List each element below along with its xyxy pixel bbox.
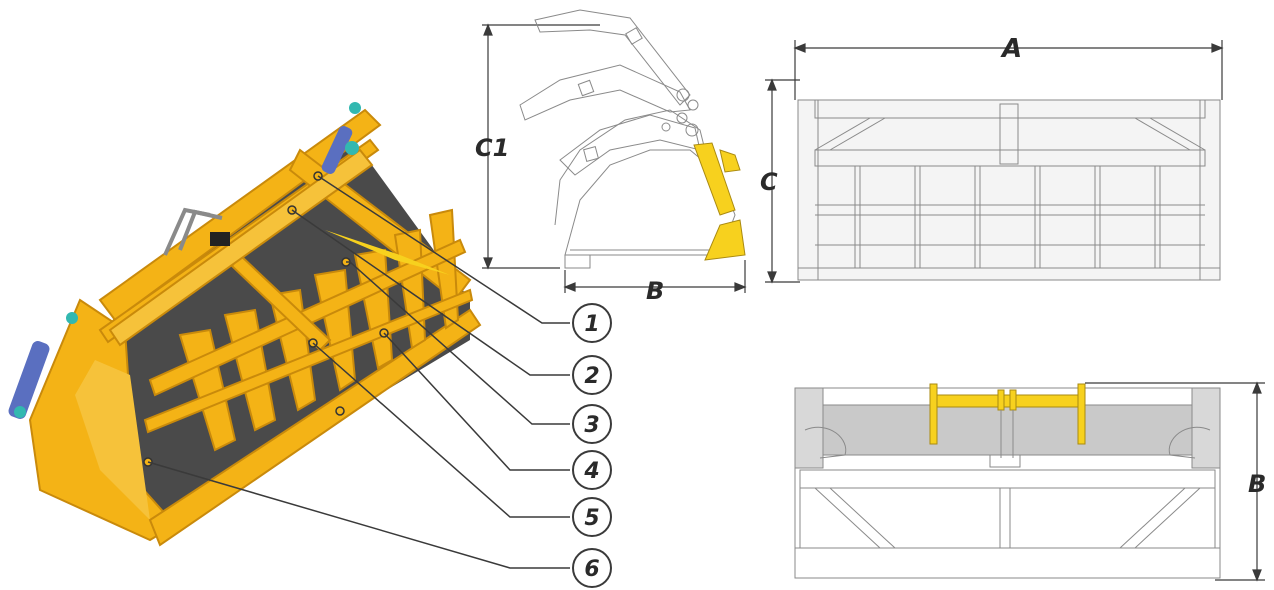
callout-4: 4 bbox=[572, 450, 612, 490]
svg-text:1: 1 bbox=[584, 312, 599, 337]
svg-text:6: 6 bbox=[584, 557, 599, 582]
callout-1: 1 bbox=[572, 303, 612, 343]
svg-text:5: 5 bbox=[584, 506, 599, 531]
top-view-drawing: B bbox=[794, 381, 1266, 582]
callout-3: 3 bbox=[572, 404, 612, 444]
svg-text:3: 3 bbox=[584, 413, 599, 438]
callout-list: 1 2 3 4 5 6 bbox=[572, 303, 612, 588]
callout-2: 2 bbox=[572, 355, 612, 395]
dimension-b-top-label: B bbox=[1248, 470, 1266, 498]
dimension-c-label: C bbox=[760, 168, 778, 196]
dimension-a-label: A bbox=[1000, 34, 1022, 64]
dimension-b-side-label: B bbox=[646, 277, 664, 305]
callout-5: 5 bbox=[572, 497, 612, 537]
side-profile-drawing: C1 B bbox=[475, 9, 747, 305]
front-view-drawing: A C bbox=[760, 34, 1224, 284]
grab-bucket-illustration bbox=[8, 102, 570, 569]
svg-text:2: 2 bbox=[584, 364, 599, 389]
callout-6: 6 bbox=[572, 548, 612, 588]
svg-text:4: 4 bbox=[583, 459, 599, 484]
dimension-c1-label: C1 bbox=[475, 134, 509, 162]
